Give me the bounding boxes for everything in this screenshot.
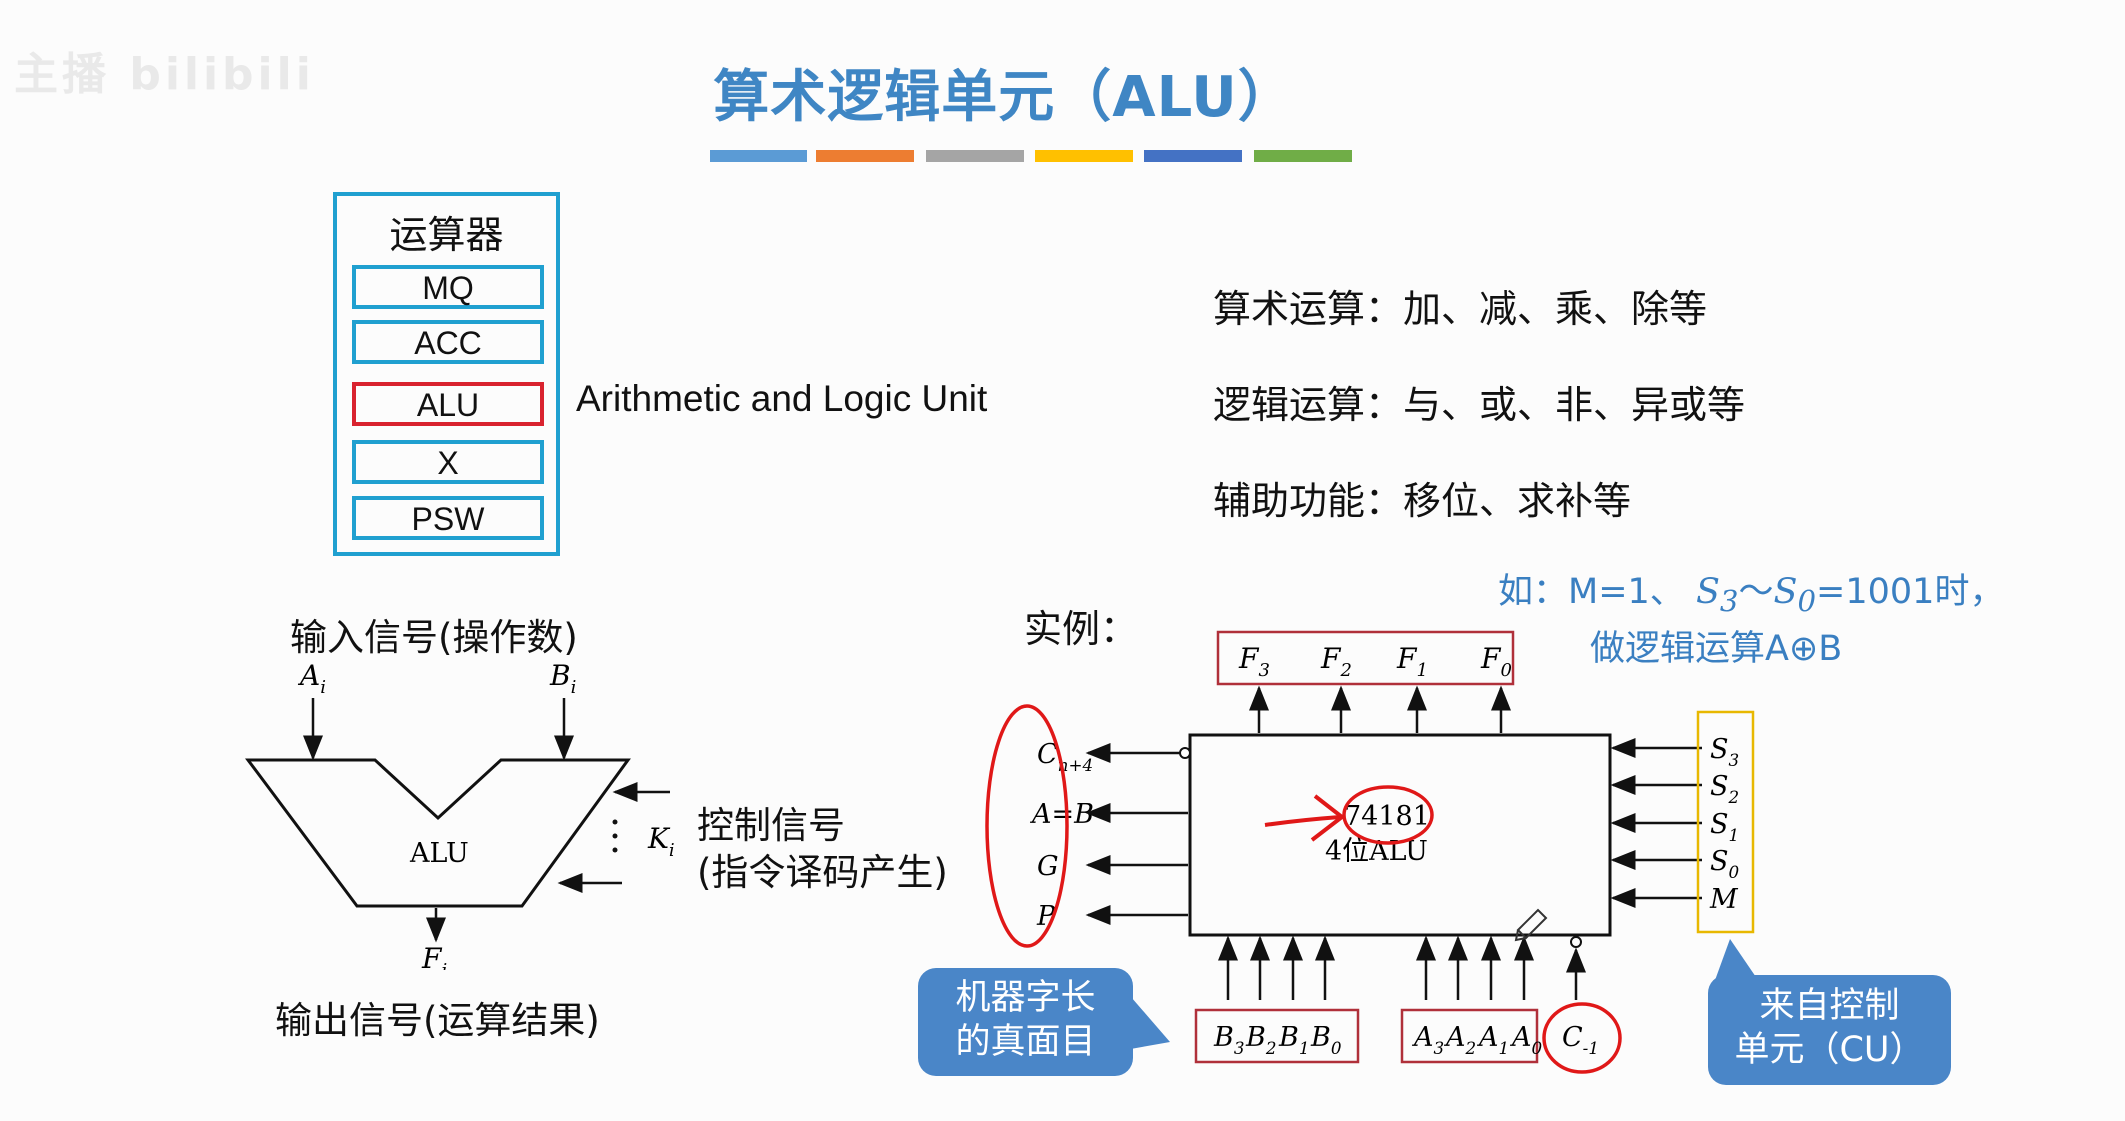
note-s0: S0 bbox=[1773, 572, 1817, 618]
register-mq: MQ bbox=[352, 265, 544, 309]
input-right-label-3: S0 bbox=[1710, 846, 1740, 882]
alu-full-name: Arithmetic and Logic Unit bbox=[576, 378, 988, 419]
inverter-dot bbox=[1179, 747, 1191, 759]
chip-box bbox=[1188, 733, 1612, 937]
example-note: 如：M=1、 S3～S0=1001时， 做逻辑运算A⊕B bbox=[1498, 568, 2004, 673]
calculator-box bbox=[333, 192, 560, 556]
register-x: X bbox=[352, 440, 544, 484]
watermark: 主播 bilibili bbox=[14, 49, 315, 100]
note-line2: 做逻辑运算A⊕B bbox=[1590, 629, 1843, 669]
output-left-label-2: G bbox=[1037, 851, 1059, 882]
operation-arithmetic: 算术运算：加、减、乘、除等 bbox=[1213, 287, 1708, 331]
color-bar bbox=[710, 150, 807, 162]
dot bbox=[612, 819, 618, 825]
register-alu: ALU bbox=[352, 382, 544, 426]
alu-center-label: ALU bbox=[409, 838, 469, 869]
carry-in-dot bbox=[1570, 936, 1582, 948]
outputs-top-box bbox=[1216, 630, 1515, 686]
output-signal-label: 输出信号(运算结果) bbox=[275, 999, 600, 1042]
inputs-b-box bbox=[1194, 1008, 1360, 1064]
output-f3-label: F3 bbox=[1238, 642, 1270, 681]
red-arrow-shaft bbox=[1264, 815, 1341, 827]
output-f2-label: F2 bbox=[1320, 642, 1352, 681]
color-bar bbox=[926, 150, 1024, 162]
red-circle-carry bbox=[1542, 1002, 1622, 1074]
input-a1-label: A1 bbox=[1476, 1022, 1509, 1058]
output-left-label-0: Cn+4 bbox=[1037, 739, 1093, 775]
input-b1-label: B1 bbox=[1278, 1022, 1310, 1058]
input-signal-label: 输入信号(操作数) bbox=[290, 616, 578, 659]
dot bbox=[612, 847, 618, 853]
operation-auxiliary: 辅助功能：移位、求补等 bbox=[1213, 479, 1632, 523]
color-bar bbox=[1144, 150, 1242, 162]
output-f1-label: F1 bbox=[1396, 642, 1428, 681]
input-a0-label: A0 bbox=[1509, 1022, 1543, 1058]
input-a2-label: A2 bbox=[1443, 1022, 1476, 1058]
output-left-label-1: A=B bbox=[1029, 799, 1094, 830]
input-a-label: Ai bbox=[297, 659, 326, 698]
bubble-control-unit: 来自控制 单元（CU） bbox=[1708, 975, 1951, 1085]
input-a3-label: A3 bbox=[1411, 1022, 1444, 1058]
example-label: 实例： bbox=[1024, 607, 1139, 651]
control-inputs-box bbox=[1696, 710, 1755, 934]
page-title: 算术逻辑单元（ALU） bbox=[713, 65, 1295, 130]
bubble-text: 机器字长 bbox=[955, 978, 1096, 1018]
pencil-icon bbox=[1514, 908, 1548, 942]
input-b3-label: B3 bbox=[1213, 1022, 1245, 1058]
control-signal-source: (指令译码产生) bbox=[697, 851, 948, 894]
bubble-text: 的真面目 bbox=[955, 1022, 1096, 1062]
bubble-tail-cu bbox=[1714, 939, 1760, 983]
chip-number: 74181 bbox=[1344, 801, 1430, 832]
input-right-label-1: S2 bbox=[1710, 771, 1739, 807]
note-text: 如：M=1、 bbox=[1498, 572, 1685, 612]
dot bbox=[612, 833, 618, 839]
register-acc: ACC bbox=[352, 320, 544, 364]
calculator-label: 运算器 bbox=[389, 213, 504, 257]
input-b0-label: B0 bbox=[1310, 1022, 1342, 1058]
input-b-label: Bi bbox=[549, 659, 576, 698]
bubble-text: 单元（CU） bbox=[1734, 1030, 1925, 1070]
carry-in-label: C-1 bbox=[1562, 1022, 1599, 1058]
red-arrow-head bbox=[1310, 794, 1346, 842]
register-psw: PSW bbox=[352, 496, 544, 540]
color-bar bbox=[1254, 150, 1352, 162]
output-f-label: Fi bbox=[421, 942, 447, 970]
control-signal-label: 控制信号 bbox=[697, 804, 845, 847]
bubble-tail-word bbox=[1125, 990, 1170, 1050]
control-k-label: Ki bbox=[647, 822, 675, 861]
alu-symbol-diagram: Ai Bi ALU Ki Fi bbox=[245, 659, 675, 970]
input-right-label-0: S3 bbox=[1710, 734, 1739, 770]
red-circle-outputs bbox=[985, 704, 1069, 948]
note-s3: S3 bbox=[1695, 572, 1739, 618]
color-bar bbox=[1035, 150, 1133, 162]
input-right-label-4: M bbox=[1709, 884, 1739, 915]
bubble-text: 来自控制 bbox=[1759, 986, 1900, 1026]
output-f0-label: F0 bbox=[1480, 642, 1512, 681]
red-circle-chip-number bbox=[1342, 785, 1434, 845]
note-tilde: ～ bbox=[1738, 572, 1774, 612]
note-text: =1001时， bbox=[1816, 572, 2005, 612]
input-right-label-2: S1 bbox=[1710, 809, 1739, 845]
input-b2-label: B2 bbox=[1245, 1022, 1277, 1058]
operation-logic: 逻辑运算：与、或、非、异或等 bbox=[1213, 383, 1746, 427]
color-bar bbox=[816, 150, 914, 162]
inputs-a-box bbox=[1400, 1008, 1539, 1064]
bubble-word-length: 机器字长 的真面目 bbox=[918, 968, 1133, 1076]
